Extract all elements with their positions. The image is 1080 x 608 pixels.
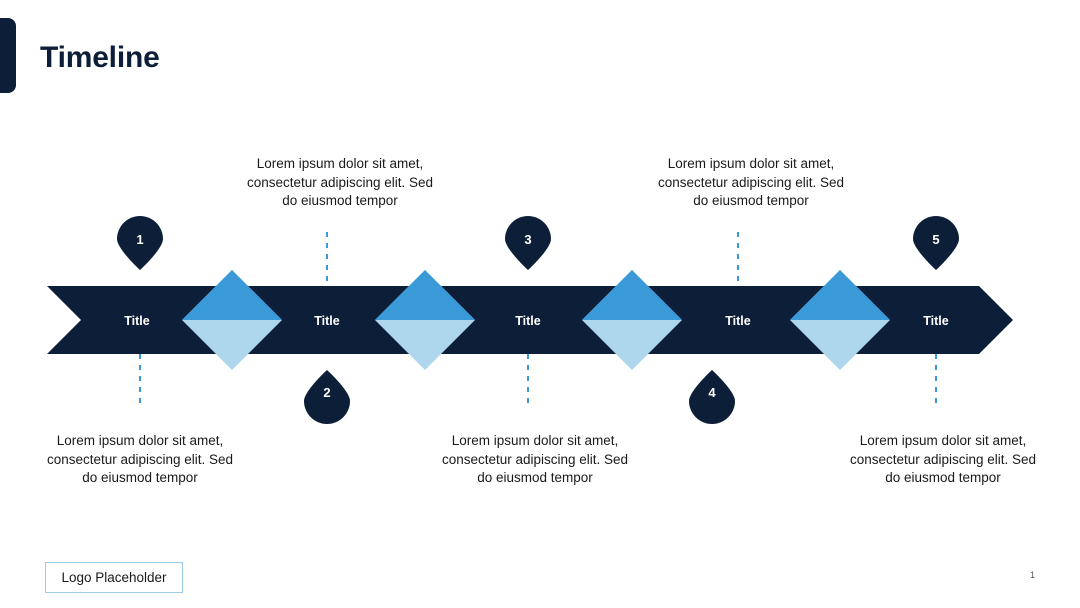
marker-pin-4[interactable]: 4 xyxy=(689,370,735,424)
segment-title-3: Title xyxy=(515,314,541,328)
diamond-lower-half-4 xyxy=(790,270,890,320)
pin-shape-3 xyxy=(505,216,551,270)
pin-number-2: 2 xyxy=(323,385,330,400)
joint-diamond-3 xyxy=(582,270,682,370)
segment-title-4: Title xyxy=(725,314,751,328)
pin-shape-5 xyxy=(913,216,959,270)
page-title: Timeline xyxy=(40,41,160,74)
description-block-5: Lorem ipsum dolor sit amet, consectetur … xyxy=(849,433,1037,485)
segment-title-1: Title xyxy=(124,314,150,328)
description-block-1: Lorem ipsum dolor sit amet, consectetur … xyxy=(46,433,234,485)
logo-placeholder[interactable]: Logo Placeholder xyxy=(45,562,183,593)
page-number: 1 xyxy=(1030,570,1036,580)
pin-shape-2 xyxy=(304,370,350,424)
header-accent-bar xyxy=(0,18,16,93)
marker-pin-2[interactable]: 2 xyxy=(304,370,350,424)
diamond-lower-half-1 xyxy=(182,270,282,320)
pin-number-3: 3 xyxy=(524,232,531,247)
pin-number-4: 4 xyxy=(708,385,716,400)
diamond-lower-half-2 xyxy=(375,270,475,320)
segment-title-5: Title xyxy=(923,314,949,328)
segment-title-2: Title xyxy=(314,314,340,328)
joint-diamond-2 xyxy=(375,270,475,370)
pin-number-1: 1 xyxy=(136,232,143,247)
marker-pin-5[interactable]: 5 xyxy=(913,216,959,270)
band-segment-5 xyxy=(840,286,1013,354)
pin-number-5: 5 xyxy=(932,232,939,247)
pin-shape-4 xyxy=(689,370,735,424)
diamond-lower-half-3 xyxy=(582,270,682,320)
description-block-3: Lorem ipsum dolor sit amet, consectetur … xyxy=(441,433,629,485)
marker-pin-3[interactable]: 3 xyxy=(505,216,551,270)
joint-diamond-4 xyxy=(790,270,890,370)
description-block-2: Lorem ipsum dolor sit amet, consectetur … xyxy=(246,156,434,208)
marker-pin-1[interactable]: 1 xyxy=(117,216,163,270)
description-block-4: Lorem ipsum dolor sit amet, consectetur … xyxy=(657,156,845,208)
pin-shape-1 xyxy=(117,216,163,270)
joint-diamond-1 xyxy=(182,270,282,370)
